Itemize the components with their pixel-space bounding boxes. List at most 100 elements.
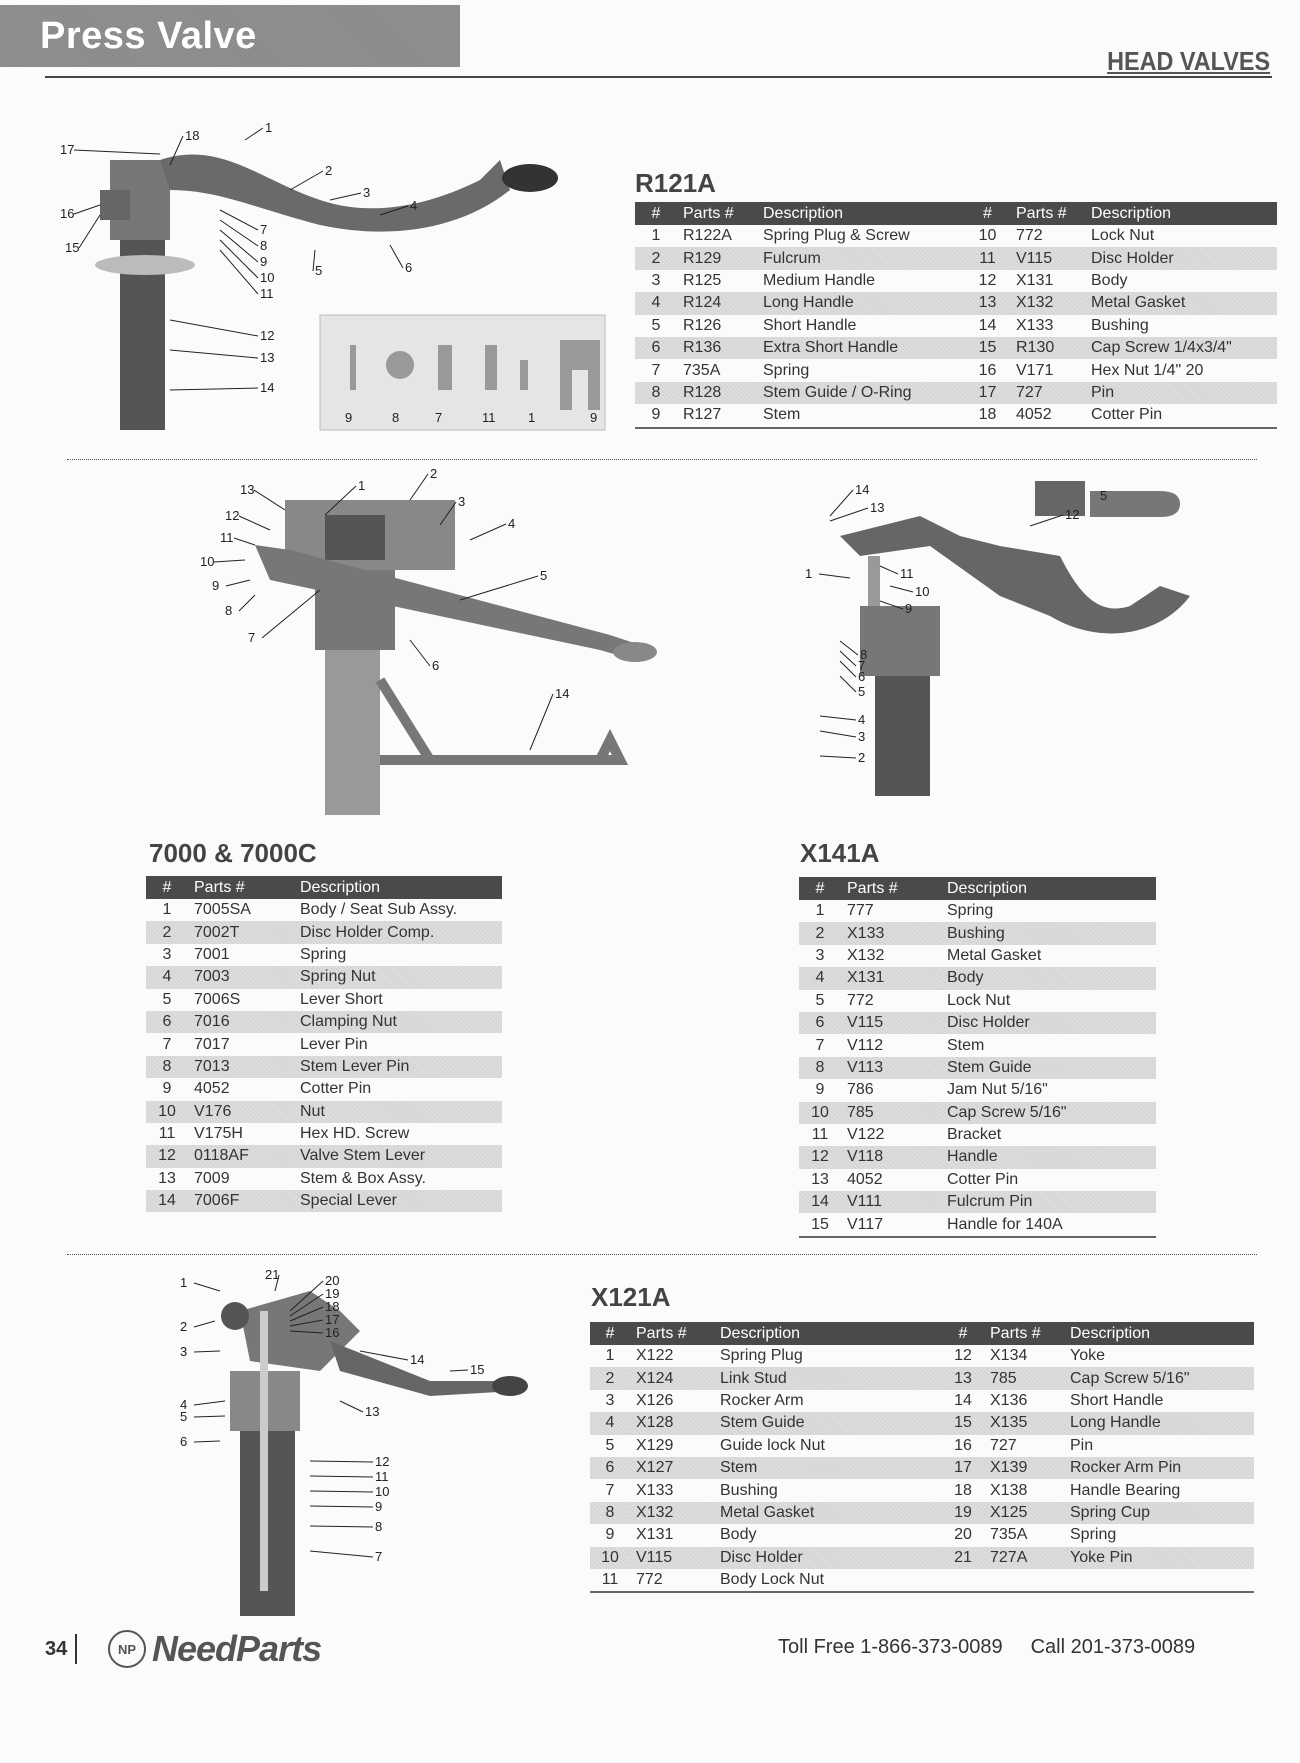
- item-number: 14: [146, 1190, 188, 1213]
- item-number: 5: [605, 1436, 615, 1454]
- part-number: X133: [636, 1481, 674, 1499]
- callout-number: 7: [435, 410, 442, 425]
- part-description: Stem: [763, 406, 801, 424]
- callout-number: 4: [180, 1397, 187, 1412]
- item-number: 10: [799, 1101, 841, 1124]
- part-description: Hex HD. Screw: [300, 1125, 410, 1143]
- callout-number: 16: [325, 1325, 339, 1340]
- item-number: 16: [978, 361, 997, 379]
- column-header: Parts #: [188, 876, 294, 899]
- leader-line: [839, 660, 857, 678]
- leader-line: [169, 135, 184, 166]
- part-description: Disc Holder: [1085, 247, 1277, 270]
- part-number: X127: [630, 1456, 714, 1480]
- callout-number: 9: [345, 410, 352, 425]
- part-description: Cotter Pin: [1091, 406, 1163, 424]
- callout-number: 8: [392, 410, 399, 425]
- callout-number: 11: [220, 530, 234, 545]
- leader-line: [1029, 514, 1064, 527]
- leader-line: [193, 1415, 226, 1418]
- part-number: X133: [841, 922, 941, 945]
- part-number: 7006S: [194, 990, 241, 1008]
- leader-line: [839, 640, 859, 656]
- column-header: Parts #: [630, 1322, 714, 1345]
- callout-number: 7: [858, 658, 865, 673]
- item-number: 9: [605, 1526, 615, 1544]
- item-number: 5: [162, 990, 172, 1008]
- table-header-row: #Parts #Description: [799, 877, 1156, 900]
- item-number: 15: [965, 336, 1010, 360]
- leader-line: [219, 239, 259, 279]
- part-description: Spring: [300, 945, 347, 963]
- callout-number: 9: [260, 254, 267, 269]
- leader-line: [289, 1293, 324, 1317]
- callout-number: 1: [180, 1275, 187, 1290]
- part-description: Link Stud: [714, 1367, 942, 1390]
- leader-line: [469, 523, 507, 541]
- leader-line: [289, 1319, 324, 1327]
- part-description: Rocker Arm Pin: [1064, 1456, 1254, 1480]
- part-description: Long Handle: [1064, 1412, 1254, 1435]
- part-description: Stem Guide: [714, 1412, 942, 1435]
- leader-line: [839, 675, 857, 693]
- part-number: X138: [990, 1481, 1028, 1499]
- item-number: 1: [815, 902, 825, 920]
- leader-line: [339, 1400, 364, 1413]
- section-label: HEAD VALVES: [1107, 46, 1270, 76]
- callout-number: 15: [470, 1362, 484, 1377]
- leader-line: [309, 1490, 374, 1493]
- column-header: Description: [1085, 202, 1277, 225]
- part-number: 4052: [847, 1170, 883, 1188]
- item-number: 7: [651, 361, 661, 379]
- part-description: Disc Holder: [714, 1546, 942, 1569]
- page-title: Press Valve: [40, 15, 257, 57]
- leader-line: [329, 192, 362, 201]
- leader-line: [213, 559, 246, 563]
- header-rule: [45, 76, 1272, 78]
- item-number: 14: [978, 316, 997, 334]
- callout-number: 10: [260, 270, 274, 285]
- item-number: 12: [954, 1347, 972, 1365]
- part-number: 4052: [194, 1080, 230, 1098]
- part-description: Handle: [941, 1146, 1156, 1169]
- callout-number: 14: [260, 380, 274, 395]
- callout-number: 12: [260, 328, 274, 343]
- part-number: X134: [990, 1347, 1028, 1365]
- x121a-title: X121A: [591, 1282, 671, 1312]
- callout-number: 11: [260, 286, 274, 301]
- part-number: 772: [636, 1571, 663, 1589]
- part-description: Rocker Arm: [720, 1391, 804, 1409]
- item-number: 13: [942, 1367, 984, 1390]
- column-header: Description: [714, 1322, 942, 1345]
- part-description: Cap Screw 5/16": [941, 1101, 1156, 1124]
- part-number: 7002T: [188, 921, 294, 944]
- leader-line: [309, 1505, 374, 1508]
- part-number: X126: [636, 1391, 674, 1409]
- part-number: 785: [984, 1367, 1064, 1390]
- item-number: 15: [811, 1215, 829, 1233]
- item-number: 3: [651, 271, 661, 289]
- callout-number: 13: [870, 500, 884, 515]
- needparts-logo: NP NeedParts: [108, 1628, 322, 1670]
- part-description: Body: [941, 967, 1156, 990]
- part-description: Pin: [1085, 381, 1277, 405]
- part-description: Lever Pin: [300, 1035, 368, 1053]
- callout-number: 12: [1065, 507, 1079, 522]
- part-description: Lever Short: [300, 990, 383, 1008]
- item-number: 15: [942, 1412, 984, 1435]
- item-number: 20: [954, 1526, 972, 1544]
